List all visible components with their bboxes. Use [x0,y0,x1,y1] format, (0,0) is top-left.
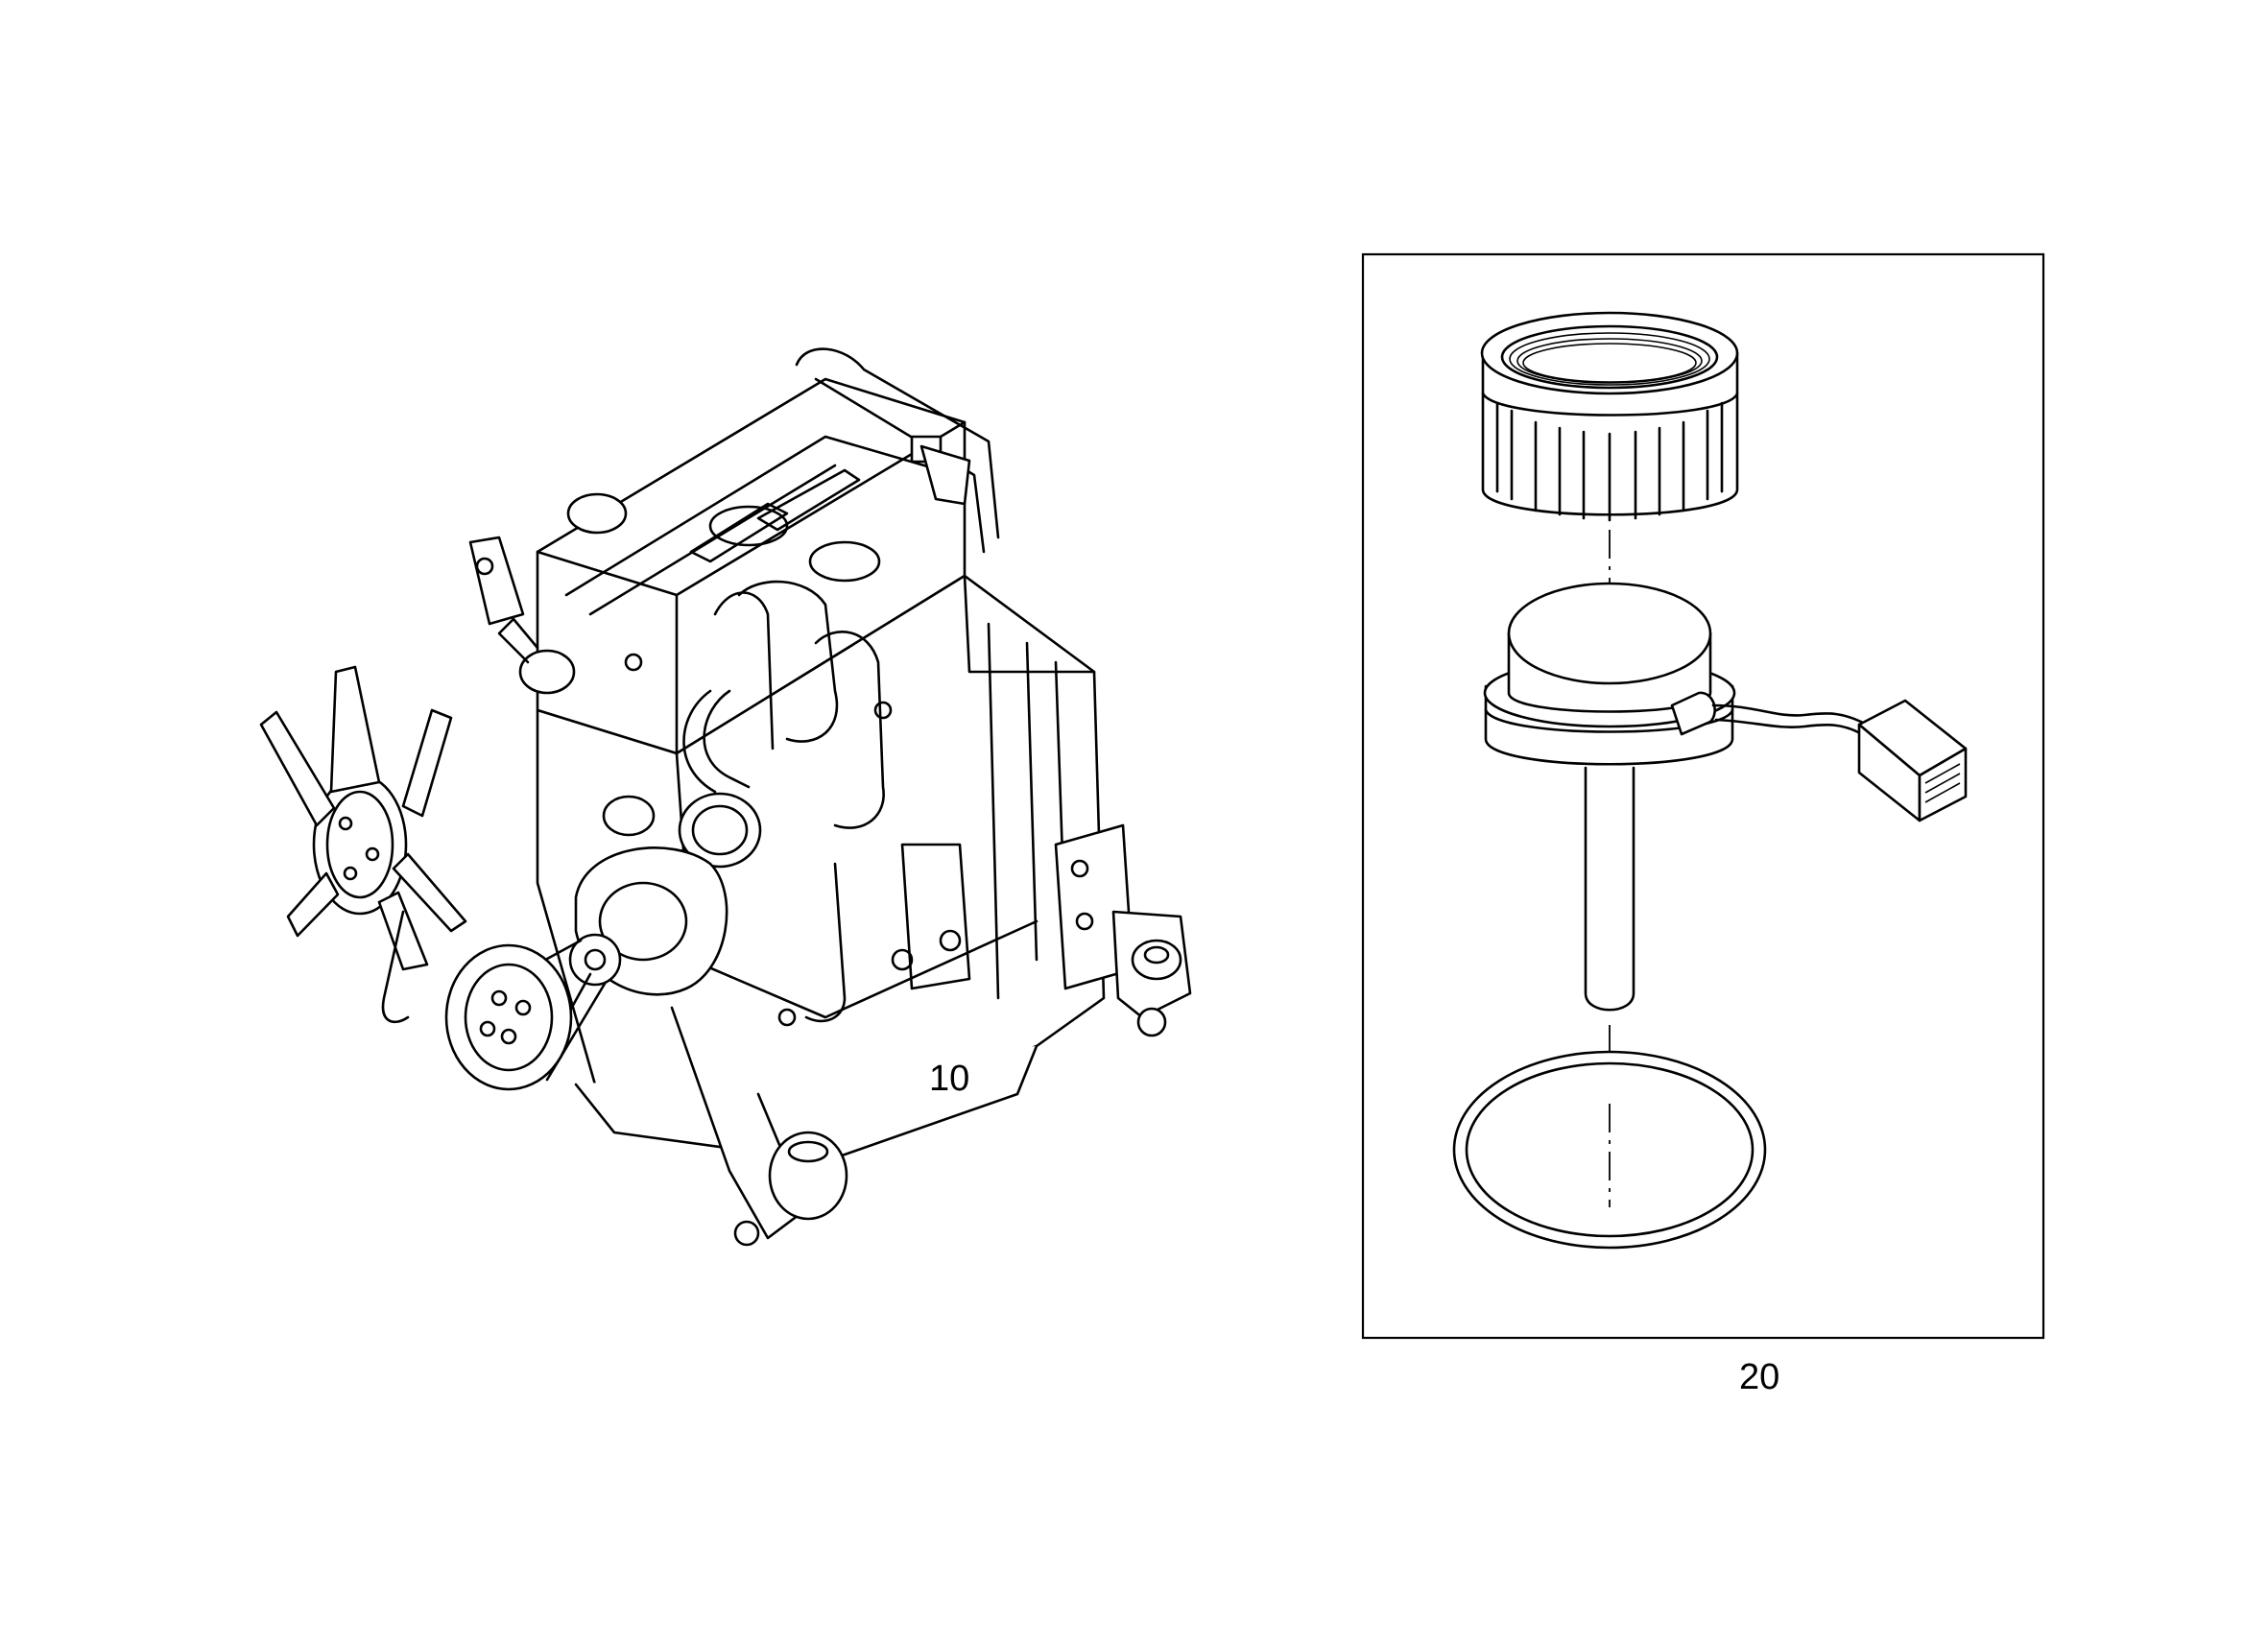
sensor-probe [1584,766,1635,1012]
cap-nut [1480,311,1739,522]
sensor-cable-connector [1670,691,1968,822]
inset-frame [1361,252,2045,1340]
engine-assembly-illustration [259,347,1192,1247]
sensor-head [1483,582,1736,766]
o-ring [1452,1050,1767,1250]
callout-label-10: 10 [929,1059,970,1099]
level-sensor-kit-illustration [1452,311,1968,1250]
callout-label-20: 20 [1739,1357,1780,1397]
